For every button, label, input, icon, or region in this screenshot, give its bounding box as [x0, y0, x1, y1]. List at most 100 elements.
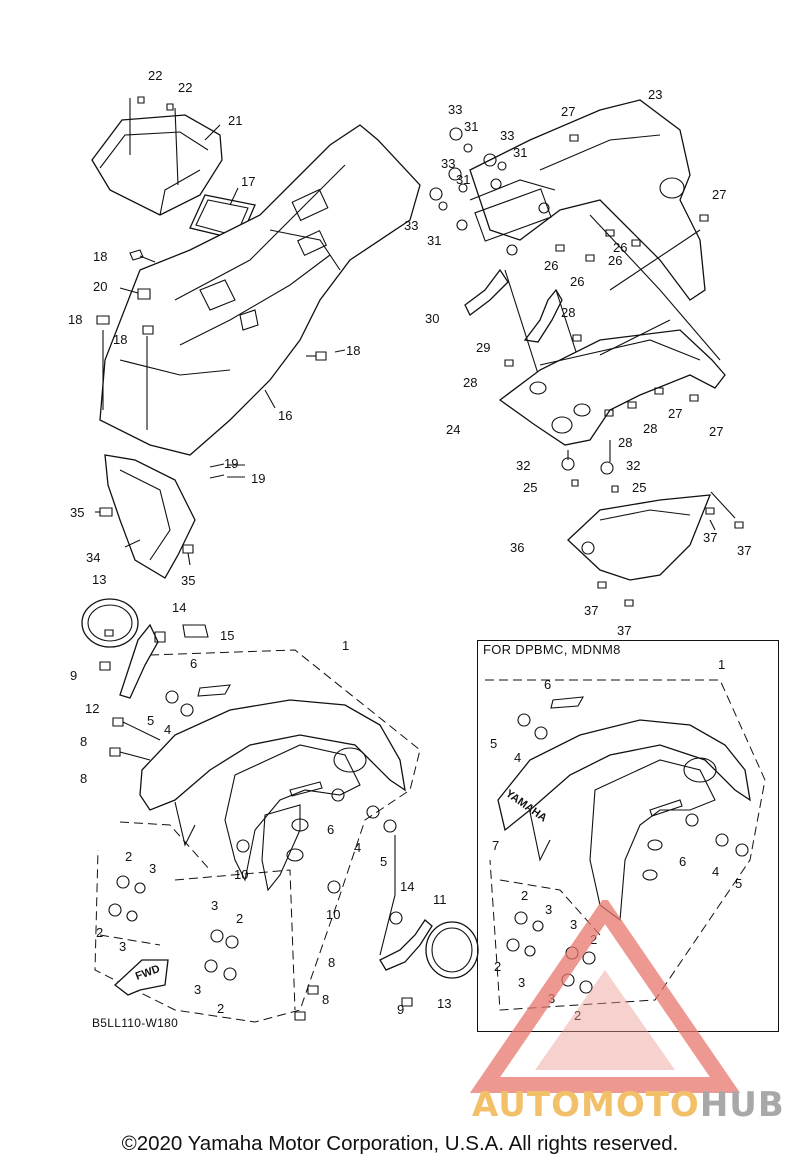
callout: 18	[68, 312, 82, 327]
callout: 8	[80, 734, 87, 749]
callout: 14	[172, 600, 186, 615]
rear-mudguard-part	[104, 454, 196, 579]
callout: 33	[441, 156, 455, 171]
callout: 5	[380, 854, 387, 869]
callout: 8	[80, 771, 87, 786]
callout: 35	[70, 505, 84, 520]
callout: 24	[446, 422, 460, 437]
callout: 27	[709, 424, 723, 439]
callout: 4	[354, 840, 361, 855]
callout: 5	[735, 876, 742, 891]
callout: 6	[544, 677, 551, 692]
callout: 2	[494, 959, 501, 974]
callout: 3	[518, 975, 525, 990]
callout: 2	[96, 925, 103, 940]
callout: 21	[228, 113, 242, 128]
watermark-text: AUTOMOTOHUB	[472, 1085, 785, 1125]
variant-grommet-part	[506, 713, 749, 994]
callout: 4	[164, 722, 171, 737]
callout: 2	[574, 1008, 581, 1023]
callout: 31	[513, 145, 527, 160]
callout: 13	[92, 572, 106, 587]
callout: 31	[427, 233, 441, 248]
drawing-code: B5LL110-W180	[92, 1016, 179, 1030]
callout: 3	[545, 902, 552, 917]
front-reflector-part	[425, 921, 479, 979]
callout: 11	[433, 892, 447, 907]
battery-cover-part	[91, 114, 223, 216]
callout: 31	[464, 119, 478, 134]
callout: 26	[544, 258, 558, 273]
callout: 2	[236, 911, 243, 926]
callout: 23	[648, 87, 662, 102]
callout: 8	[322, 992, 329, 1007]
callout: 37	[617, 623, 631, 638]
license-bracket-part	[567, 494, 712, 581]
reflector-part	[81, 598, 139, 648]
callout: 17	[241, 174, 255, 189]
callout: 18	[346, 343, 360, 358]
callout: 18	[113, 332, 127, 347]
callout: 16	[278, 408, 292, 423]
callout: 4	[712, 864, 719, 879]
callout-numbers: 22 22 21 17 18 20 18 18 18 16 19 19 35 3…	[68, 68, 751, 1023]
front-fender-group: FWD	[81, 598, 479, 1023]
callout: 36	[510, 540, 524, 555]
callout: 9	[70, 668, 77, 683]
callout: 32	[626, 458, 640, 473]
variant-note: FOR DPBMC, MDNM8	[483, 642, 621, 657]
watermark-logo-icon	[470, 900, 741, 1093]
screw-part	[96, 96, 327, 479]
watermark-part-2: MOTO	[580, 1085, 700, 1125]
callout: 25	[632, 480, 646, 495]
callout: 26	[570, 274, 584, 289]
callout: 35	[181, 573, 195, 588]
callout: 9	[397, 1002, 404, 1017]
callout: 19	[251, 471, 265, 486]
callout: 8	[328, 955, 335, 970]
callout: 31	[456, 172, 470, 187]
callout: 3	[570, 917, 577, 932]
grommet-collar-part	[108, 690, 403, 981]
callout: 26	[613, 240, 627, 255]
copyright-text: ©2020 Yamaha Motor Corporation, U.S.A. A…	[121, 1132, 679, 1155]
callout: 3	[149, 861, 156, 876]
variant-fender-group: YAMAHA	[485, 679, 766, 1011]
callout: 10	[234, 867, 248, 882]
callout: 33	[500, 128, 514, 143]
callout: 28	[643, 421, 657, 436]
callout: 37	[703, 530, 717, 545]
callout: 6	[679, 854, 686, 869]
callout: 25	[523, 480, 537, 495]
callout: 3	[194, 982, 201, 997]
callout: 20	[93, 279, 107, 294]
callout: 14	[400, 879, 414, 894]
callout: 3	[211, 898, 218, 913]
callout: 28	[463, 375, 477, 390]
callout: 37	[584, 603, 598, 618]
front-reflector-bracket-part	[379, 919, 433, 971]
callout: 1	[342, 638, 349, 653]
callout: 34	[86, 550, 100, 565]
callout: 33	[404, 218, 418, 233]
callout: 18	[93, 249, 107, 264]
callout: 6	[327, 822, 334, 837]
callout: 22	[148, 68, 162, 83]
callout: 28	[618, 435, 632, 450]
callout: 29	[476, 340, 490, 355]
rear-inner-fender-group	[91, 96, 421, 579]
callout: 22	[178, 80, 192, 95]
callout: 3	[119, 939, 126, 954]
callout: 12	[85, 701, 99, 716]
callout: 27	[712, 187, 726, 202]
callout: 13	[437, 996, 451, 1011]
rear-fender-main-part	[99, 124, 421, 456]
callout: 33	[448, 102, 462, 117]
callout: 2	[521, 888, 528, 903]
callout: 1	[718, 657, 725, 672]
nut-washer-part	[429, 127, 550, 256]
tail-frame-part	[498, 329, 726, 446]
callout: 27	[668, 406, 682, 421]
callout: 5	[490, 736, 497, 751]
